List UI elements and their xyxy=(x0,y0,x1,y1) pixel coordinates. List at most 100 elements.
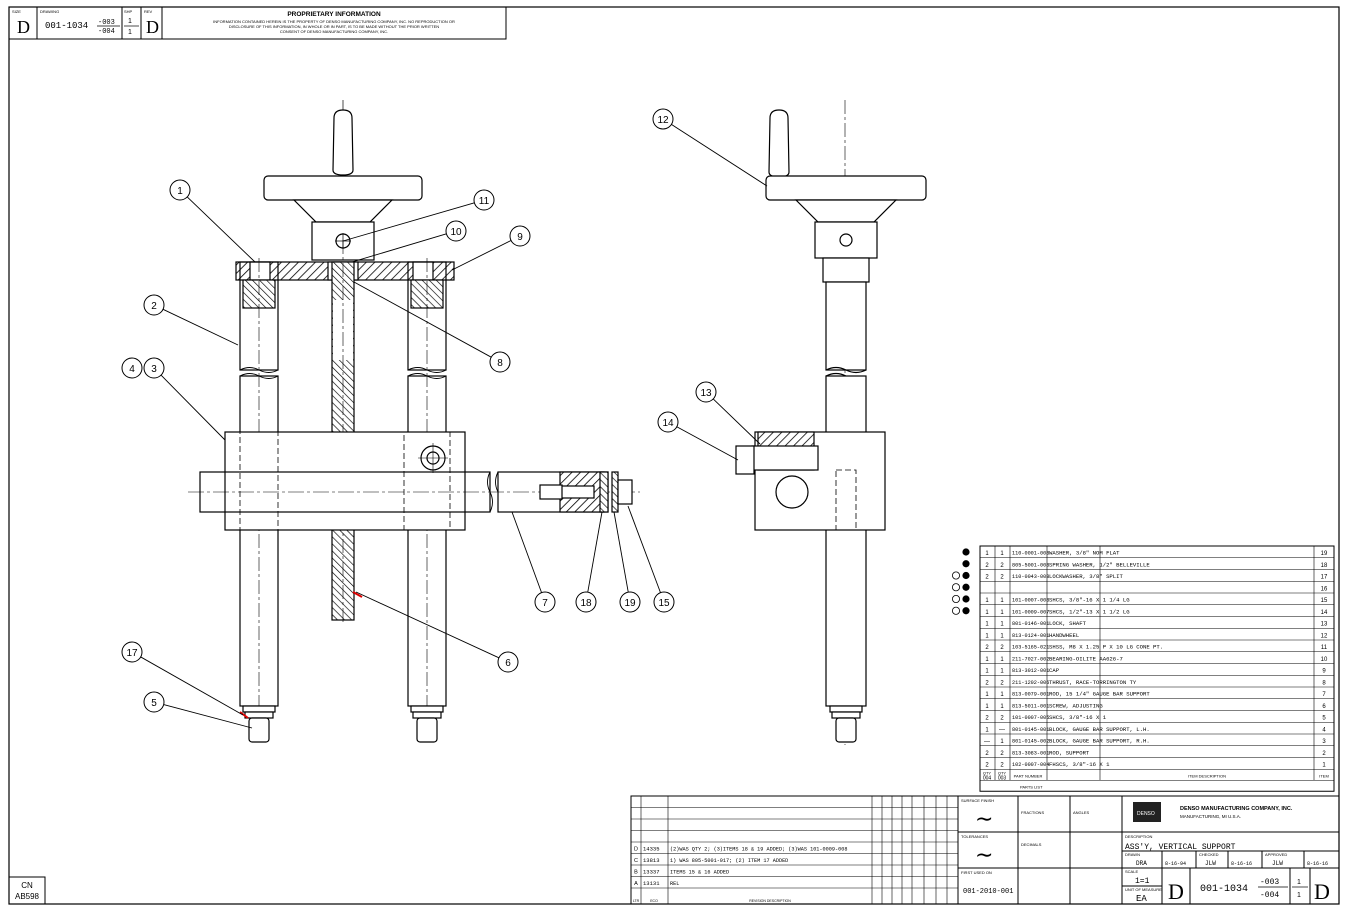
angles-label: ANGLES xyxy=(1073,810,1090,815)
bom-item-number: 6 xyxy=(1322,704,1326,710)
titleblock-dash-a: -003 xyxy=(1260,878,1279,887)
bom-qty-a: 2 xyxy=(985,563,989,569)
item-balloon xyxy=(509,225,531,247)
bom-description: THRUST, RACE-TORRINGTON TY xyxy=(1049,679,1137,686)
surface-finish-symbol-1: ∼ xyxy=(975,806,993,831)
bom-part-number: 801-0146-001 xyxy=(1012,621,1049,627)
approved-date: 8-16-16 xyxy=(1307,861,1328,867)
bom-part-number: 813-0079-001 xyxy=(1012,692,1049,698)
bom-item-number: 16 xyxy=(1321,586,1328,592)
bom-part-number: 102-0007-004 xyxy=(1012,762,1049,768)
cn-stamp: CN AB598 xyxy=(8,876,46,905)
leader-line xyxy=(140,656,244,716)
header-sheet-num: 1 xyxy=(128,18,132,25)
drawn-date: 8-16-94 xyxy=(1165,861,1186,867)
company-city: MANUFACTURING, MI U.S.A. xyxy=(1180,814,1241,819)
leader-line xyxy=(342,202,475,242)
unit-label: UNIT OF MEASURE xyxy=(1125,887,1162,892)
bom-qty-b: 2 xyxy=(1000,575,1004,581)
header-block: SIZE DRAWING SHP REV D 001-1034 -003 -00… xyxy=(8,6,507,40)
stamp-line-2: AB598 xyxy=(15,892,40,901)
bom-description: SCREW, ADJUSTING xyxy=(1049,702,1103,709)
bom-qty-b: 1 xyxy=(1000,739,1004,745)
title-block: SURFACE FINISH ∼ TOLERANCES ∼ FRACTIONS … xyxy=(957,795,1340,905)
item-balloon-number: 4 xyxy=(129,364,135,375)
proprietary-title: PROPRIETARY INFORMATION xyxy=(287,11,381,18)
bom-item-number: 13 xyxy=(1321,622,1328,628)
item-balloon-number: 17 xyxy=(126,648,138,659)
bom-qty-label: QTY xyxy=(983,770,992,775)
item-balloon xyxy=(121,641,143,663)
leader-line xyxy=(511,511,542,593)
bom-qty-a: 1 xyxy=(985,704,989,710)
fractions-label: FRACTIONS xyxy=(1021,810,1044,815)
company-logo xyxy=(1133,802,1161,822)
header-size-label: SIZE xyxy=(12,9,21,14)
revision-letter: D xyxy=(634,847,638,853)
item-balloon xyxy=(657,411,679,433)
item-balloon xyxy=(695,381,717,403)
item-balloon-number: 10 xyxy=(450,227,462,238)
leader-line xyxy=(613,511,629,593)
item-balloon-number: 11 xyxy=(479,196,490,207)
checked-date: 8-16-16 xyxy=(1231,861,1252,867)
item-balloon-number: 19 xyxy=(624,598,636,609)
bom-description: SHSS, M8 X 1.25 P X 10 LG CONE PT. xyxy=(1049,644,1163,651)
bom-qty-b: 2 xyxy=(1000,563,1004,569)
bom-description: HANDWHEEL xyxy=(1049,632,1079,639)
bom-qty-a: 1 xyxy=(985,610,989,616)
revision-flag-icon xyxy=(962,571,970,580)
item-balloon-number: 18 xyxy=(580,598,592,609)
bom-qty-a: 2 xyxy=(985,575,989,581)
revision-letter: C xyxy=(634,858,638,864)
bom-item-number: 11 xyxy=(1321,645,1328,651)
leader-line xyxy=(451,240,512,271)
item-balloon xyxy=(534,591,556,613)
bom-qty-a: 2 xyxy=(985,751,989,757)
front-view xyxy=(188,100,640,743)
bom-qty-b: 2 xyxy=(1000,763,1004,769)
titleblock-rev: D xyxy=(1314,879,1330,904)
revision-flag-icon xyxy=(962,583,970,591)
bom-item-number: 15 xyxy=(1321,598,1328,604)
bom-qty-b: 1 xyxy=(1000,704,1004,710)
stamp-line-1: CN xyxy=(21,881,33,890)
approved-by: JLW xyxy=(1272,860,1283,867)
header-dash-b: -004 xyxy=(98,28,115,36)
revision-flag-icon xyxy=(952,595,961,604)
bom-item-number: 10 xyxy=(1321,657,1328,663)
bom-qty-b: 2 xyxy=(1000,645,1004,651)
bom-description: SPRING WASHER, 1/2" BELLEVILLE xyxy=(1049,561,1150,568)
revision-flag-icon xyxy=(952,583,961,592)
bom-qty-b: 1 xyxy=(1000,692,1004,698)
header-sheet-label: SHP xyxy=(124,9,133,14)
bom-description: WASHER, 3/8" NOM FLAT xyxy=(1049,550,1120,557)
first-used-on: 001-2010-001 xyxy=(963,888,1013,896)
revision-ltr-header: LTR xyxy=(633,899,640,903)
bom-item-number: 2 xyxy=(1322,751,1326,757)
leader-line xyxy=(186,196,256,263)
decimals-label: DECIMALS xyxy=(1021,842,1042,847)
bom-part-number: 110-0001-008 xyxy=(1012,551,1049,557)
bom-item-number: 7 xyxy=(1322,692,1326,698)
bom-description: BEARING-OILITE AA626-7 xyxy=(1049,655,1123,662)
revision-flag-icon xyxy=(962,548,970,556)
bom-qty-a: 1 xyxy=(985,669,989,675)
item-balloon xyxy=(445,220,467,242)
bom-description: BLOCK, GAUGE BAR SUPPORT, R.H. xyxy=(1049,738,1150,745)
surface-finish-label: SURFACE FINISH xyxy=(961,798,994,803)
leader-line xyxy=(671,124,768,187)
header-rev: D xyxy=(146,17,159,37)
leader-line xyxy=(712,398,761,445)
bom-part-number-header: PART NUMBER xyxy=(1014,773,1043,778)
item-balloon xyxy=(121,357,143,379)
bom-item-number: 5 xyxy=(1322,716,1326,722)
unit-of-measure: EA xyxy=(1136,894,1147,904)
bom-qty-a: 2 xyxy=(985,645,989,651)
revision-description: ITEMS 15 & 16 ADDED xyxy=(670,870,729,876)
header-drawing-number: 001-1034 xyxy=(45,21,88,31)
revision-letter: B xyxy=(634,870,638,876)
bom-part-number: 813-5011-001 xyxy=(1012,703,1049,709)
bom-qty-a: 1 xyxy=(985,692,989,698)
